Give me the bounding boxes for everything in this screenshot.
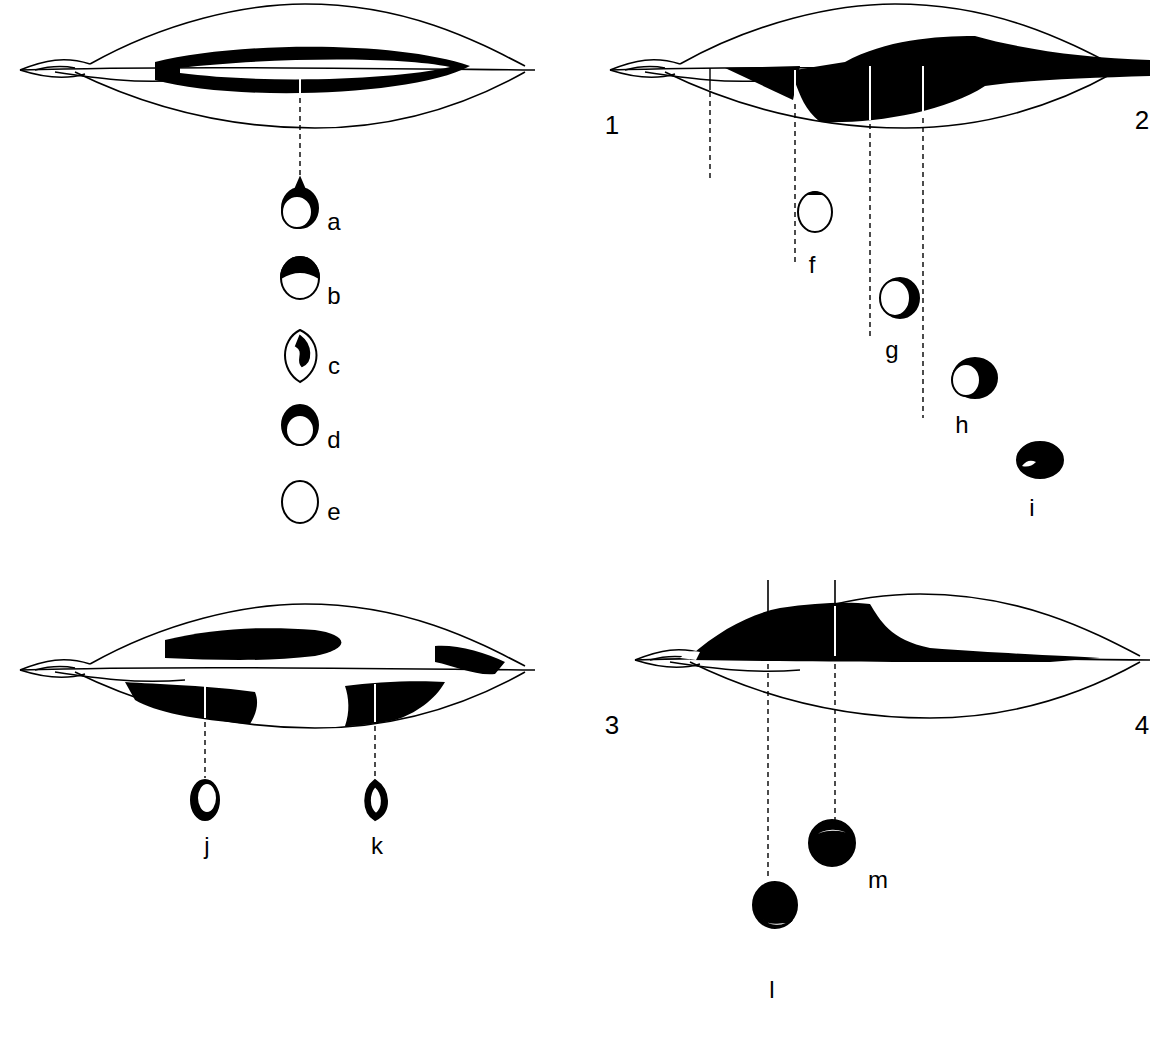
panel-number: 3 [605,712,619,738]
cross-sections-2 [798,192,1063,478]
panel-number: 2 [1135,107,1149,133]
section-letter: k [371,834,383,858]
cross-sections-1 [281,178,319,523]
cross-sections-3 [191,780,387,820]
section-letter: a [327,210,340,234]
panel-number: 1 [605,112,619,138]
section-letter: d [327,428,340,452]
section-letter: l [769,978,774,1002]
spindle-3 [20,604,535,778]
section-letter: b [327,284,340,308]
spindle-2 [610,4,1150,418]
spindle-1 [20,4,535,178]
section-letter: f [809,253,816,277]
section-letter: i [1029,496,1034,520]
section-letter: g [885,338,898,362]
section-letter: m [868,868,888,892]
section-letter: j [204,834,209,858]
panel-number: 4 [1135,712,1149,738]
section-letter: c [328,354,340,378]
section-letter: h [955,413,968,437]
spindle-4 [635,580,1150,880]
cross-sections-4 [753,820,855,928]
section-letter: e [327,500,340,524]
